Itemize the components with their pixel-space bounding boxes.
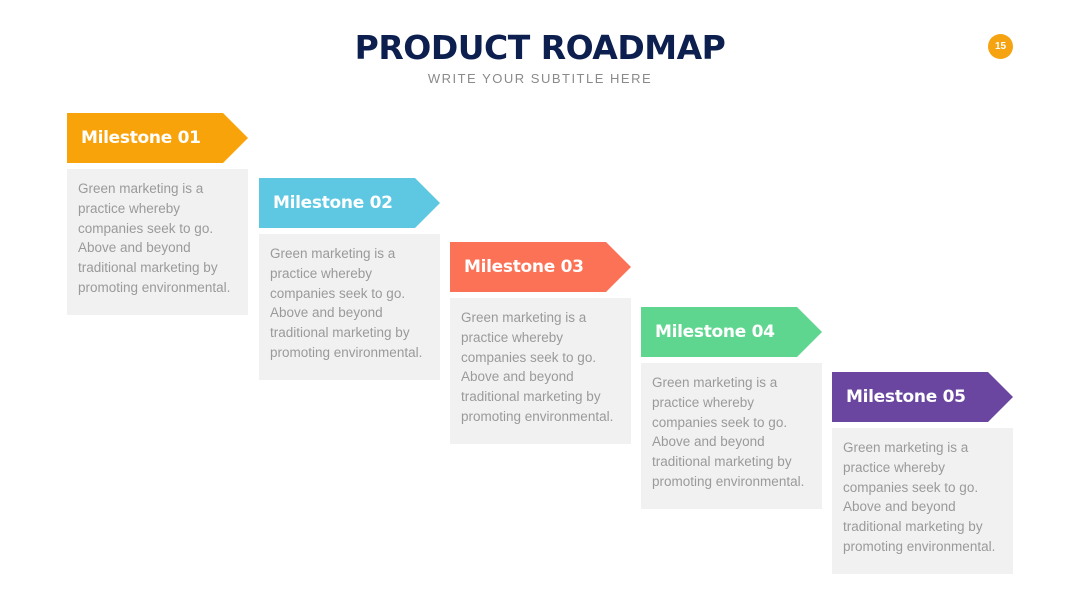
page-number-badge: 15 [988, 34, 1013, 59]
milestone-2-label: Milestone 02 [273, 193, 393, 213]
milestone-5: Milestone 05 Green marketing is a practi… [832, 372, 1013, 574]
milestone-3-arrow: Milestone 03 [450, 242, 631, 292]
milestone-3-card: Green marketing is a practice whereby co… [450, 298, 631, 444]
milestone-4-card: Green marketing is a practice whereby co… [641, 363, 822, 509]
milestone-1-arrow: Milestone 01 [67, 113, 248, 163]
milestone-4-arrow: Milestone 04 [641, 307, 822, 357]
milestone-1-card: Green marketing is a practice whereby co… [67, 169, 248, 315]
milestone-2: Milestone 02 Green marketing is a practi… [259, 178, 440, 380]
milestone-2-arrow: Milestone 02 [259, 178, 440, 228]
milestone-3-text: Green marketing is a practice whereby co… [461, 310, 614, 424]
page-title: PRODUCT ROADMAP [354, 28, 726, 67]
milestone-2-card: Green marketing is a practice whereby co… [259, 234, 440, 380]
page-subtitle: WRITE YOUR SUBTITLE HERE [427, 71, 653, 86]
milestone-4-text: Green marketing is a practice whereby co… [652, 375, 805, 489]
milestone-1-text: Green marketing is a practice whereby co… [78, 181, 231, 295]
milestone-4: Milestone 04 Green marketing is a practi… [641, 307, 822, 509]
milestone-1-label: Milestone 01 [81, 128, 201, 148]
milestone-3: Milestone 03 Green marketing is a practi… [450, 242, 631, 444]
milestone-5-label: Milestone 05 [846, 387, 966, 407]
milestone-5-text: Green marketing is a practice whereby co… [843, 440, 996, 554]
milestone-5-card: Green marketing is a practice whereby co… [832, 428, 1013, 574]
milestone-2-text: Green marketing is a practice whereby co… [270, 246, 423, 360]
milestone-1: Milestone 01 Green marketing is a practi… [67, 113, 248, 315]
milestone-5-arrow: Milestone 05 [832, 372, 1013, 422]
milestone-3-label: Milestone 03 [464, 257, 584, 277]
milestone-4-label: Milestone 04 [655, 322, 775, 342]
